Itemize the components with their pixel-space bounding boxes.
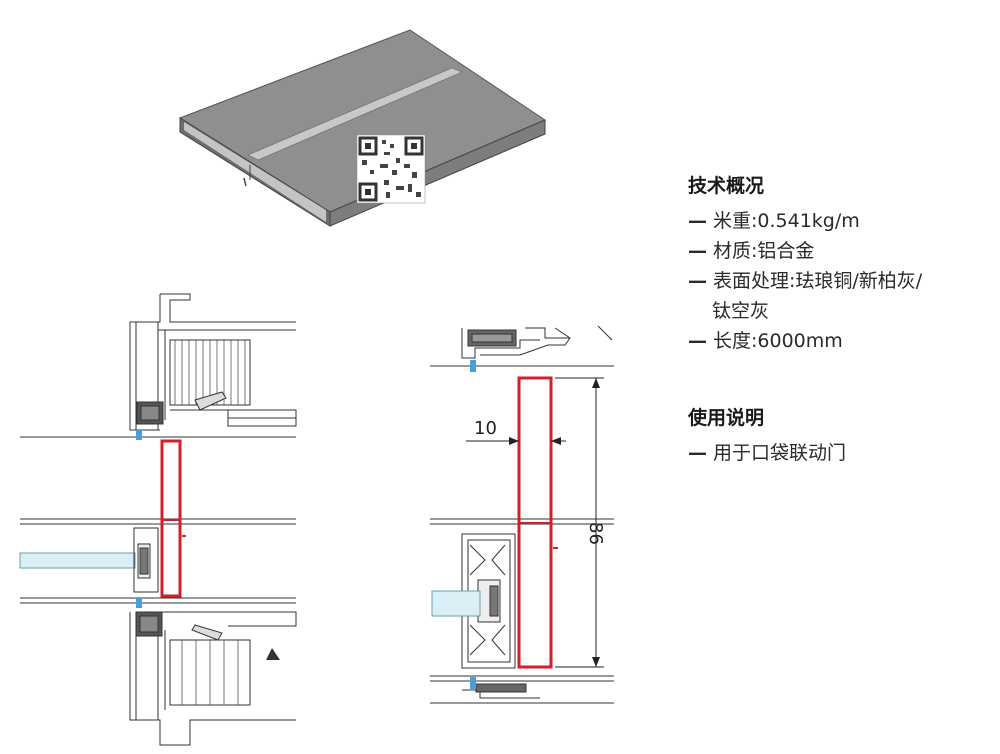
spec-item-text: 材质:铝合金: [713, 240, 815, 262]
spec-item-text: 钛空灰: [712, 300, 770, 322]
spec-item-text: 表面处理:珐琅铜/新柏灰/: [713, 270, 923, 292]
spec-item-finish: — 表面处理:珐琅铜/新柏灰/: [688, 266, 998, 296]
left-section-drawing: [19, 293, 297, 746]
spec-item-finish-cont: 钛空灰: [688, 296, 998, 326]
bullet-dash: —: [688, 210, 707, 232]
seal-blue-left: [136, 430, 142, 608]
usage-section: 使用说明 — 用于口袋联动门: [688, 404, 998, 468]
spec-panel: 技术概况 — 米重:0.541kg/m — 材质:铝合金 — 表面处理:珐琅铜/新柏灰…: [688, 172, 998, 468]
spec-item-weight: — 米重:0.541kg/m: [688, 206, 998, 236]
highlight-profile-right: [517, 376, 558, 669]
profile-3d-render: [178, 29, 547, 227]
usage-title: 使用说明: [688, 407, 765, 429]
dimension-lines: [466, 377, 604, 668]
right-section-drawing: [430, 325, 614, 704]
usage-item-text: 用于口袋联动门: [713, 442, 847, 464]
glass-panel-right: [431, 590, 481, 617]
dimension-width-label: 10: [474, 418, 497, 439]
spec-item-length: — 长度:6000mm: [688, 326, 998, 356]
seal-blue-right: [470, 360, 476, 689]
highlight-profile-left: [160, 439, 186, 598]
bullet-dash: —: [688, 330, 707, 352]
bullet-dash: —: [688, 270, 707, 292]
qr-code: [356, 134, 426, 204]
tech-overview-title: 技术概况: [688, 175, 765, 197]
spec-item-text: 米重:0.541kg/m: [713, 210, 860, 232]
bullet-dash: —: [688, 442, 707, 464]
spec-item-text: 长度:6000mm: [713, 330, 843, 352]
bullet-dash: —: [688, 240, 707, 262]
tech-overview-list: — 米重:0.541kg/m — 材质:铝合金 — 表面处理:珐琅铜/新柏灰/ 钛空灰…: [688, 206, 998, 356]
dimension-height-label: 86: [585, 522, 606, 545]
usage-item: — 用于口袋联动门: [688, 438, 998, 468]
spec-item-material: — 材质:铝合金: [688, 236, 998, 266]
